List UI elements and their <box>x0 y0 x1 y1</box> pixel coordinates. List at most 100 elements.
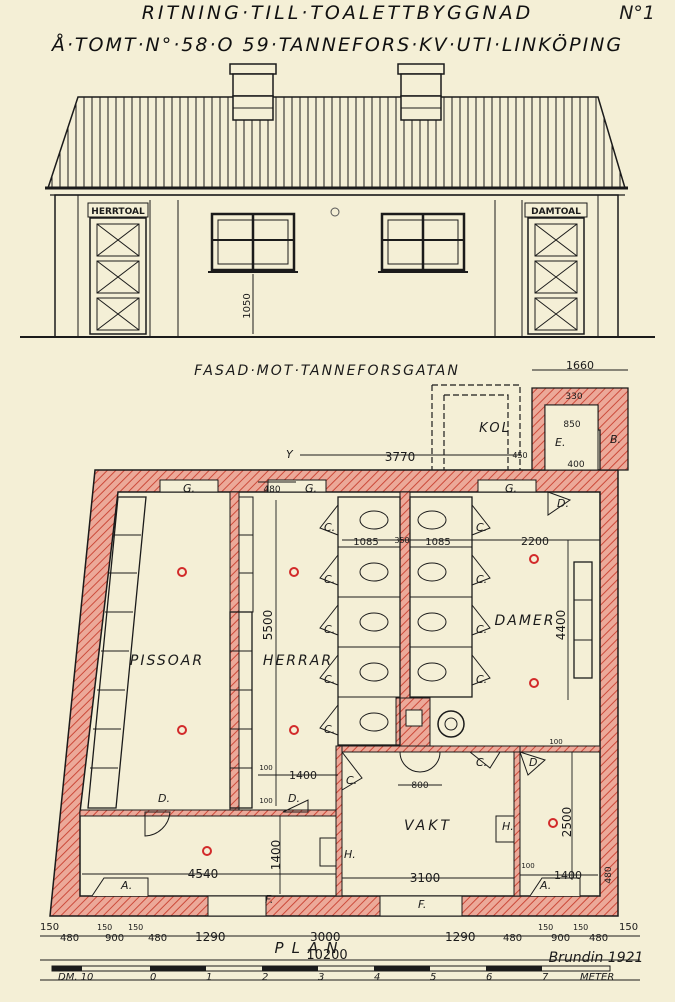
tag-a: A. <box>539 879 551 892</box>
tag-c: C. <box>476 521 487 534</box>
urinal-stalls <box>87 496 254 809</box>
sign-damtoal: DAMTOAL <box>531 207 581 217</box>
dim-text: 400 <box>567 460 584 470</box>
dim-total-width: 10200 <box>306 948 347 963</box>
bottom-dimensions: 150 480 150 900 150 480 1290 3000 1290 4… <box>40 922 638 944</box>
dim-text: 100 <box>549 738 562 746</box>
dim-text: 100 <box>259 797 272 805</box>
lamp-marker <box>289 567 299 577</box>
sheet-number: N°1 <box>619 2 655 24</box>
dim-text: 1400 <box>269 840 283 871</box>
dim-3100: 3100 <box>410 871 441 885</box>
lamp-marker <box>548 818 558 828</box>
damer-bench <box>573 561 593 679</box>
drawing-subtitle: Å·TOMT·N°·58·O 59·TANNEFORS·KV·UTI·LINKÖ… <box>51 34 624 56</box>
tag-d: D. <box>158 792 170 805</box>
dim-text: 1085 <box>353 537 378 548</box>
dim-text: 350 <box>394 536 409 545</box>
window-right <box>378 212 468 273</box>
tag-b: B. <box>610 433 621 446</box>
dim-5500: 5500 <box>261 610 275 641</box>
dim-bottom: 1290 <box>445 930 476 944</box>
tag-d: D. <box>288 792 300 805</box>
dim-window-height: 1050 <box>242 293 253 318</box>
sign-herrtoal: HERRTOAL <box>91 207 145 217</box>
floor-plan: PISSOAR HERRAR DAMER VAKT KOL G. G. G. D… <box>40 359 643 983</box>
tag-c: C. <box>346 774 357 787</box>
tag-g: G. <box>305 482 317 495</box>
scale-tick: 4 <box>374 972 380 983</box>
dim-bottom: 150 <box>619 922 638 933</box>
dim-text: 100 <box>259 764 272 772</box>
scale-tick: 2 <box>262 972 268 983</box>
tag-h: H. <box>502 820 514 833</box>
lamp-marker <box>289 725 299 735</box>
lamp-marker <box>529 678 539 688</box>
tag-e: E. <box>555 436 565 449</box>
chimney-left <box>229 63 277 121</box>
dimension-lines <box>40 369 640 961</box>
dim-kol-width: 1660 <box>566 359 594 372</box>
room-label-damer: DAMER <box>494 613 555 629</box>
dim-text: 1400 <box>554 869 582 882</box>
tag-g: G. <box>183 482 195 495</box>
dim-text: 480 <box>604 866 614 883</box>
tag-c: C. <box>324 521 335 534</box>
dim-bottom: 3000 <box>310 930 341 944</box>
lamp-marker <box>177 567 187 577</box>
facade-caption: FASAD·MOT·TANNEFORSGATAN <box>194 363 460 379</box>
tag-c: C. <box>476 623 487 636</box>
dim-bottom: 150 <box>40 922 59 933</box>
door-right: DAMTOAL <box>524 202 588 335</box>
tag-c: C. <box>324 623 335 636</box>
lamp-marker <box>202 846 212 856</box>
lamp-marker <box>177 725 187 735</box>
dimension-texts: 1660 330 850 400 3770 450 480 5500 1085 … <box>188 359 614 885</box>
tag-g: G. <box>505 482 517 495</box>
drawing-title: RITNING·TILL·TOALETTBYGGNAD <box>141 2 534 24</box>
dim-bottom: 900 <box>551 933 570 944</box>
dim-text: 330 <box>565 392 582 402</box>
dim-2200: 2200 <box>521 535 549 548</box>
room-label-kol: KOL <box>479 421 511 436</box>
dim-bottom: 150 <box>128 923 143 932</box>
room-label-vakt: VAKT <box>404 818 452 834</box>
wc-cubicles <box>319 496 491 746</box>
dim-bottom: 150 <box>538 923 553 932</box>
lamp-marker <box>529 554 539 564</box>
tag-d: D. <box>529 756 541 769</box>
signature: Brundin 1921 <box>549 950 644 966</box>
facade-elevation: HERRTOAL DAMTOAL <box>20 63 655 379</box>
letter-tags: G. G. G. D. D. D. D. A. A. F. F. H. H. E… <box>120 433 621 911</box>
tag-c: C. <box>324 723 335 736</box>
dim-3770: 3770 <box>385 450 416 464</box>
roof <box>46 96 627 189</box>
scale-tick: 7 <box>542 972 549 983</box>
chimney-right <box>397 63 445 121</box>
plan-caption: PLAN <box>275 939 346 957</box>
dim-bottom: 480 <box>60 933 79 944</box>
dim-text: 450 <box>512 451 527 460</box>
scale-tick: 6 <box>486 972 492 983</box>
dim-text: 800 <box>411 781 428 791</box>
tag-c: C. <box>476 756 487 769</box>
scale-tick: 1 <box>206 972 212 983</box>
tag-a: A. <box>120 879 132 892</box>
scale-tick: 3 <box>318 972 324 983</box>
tag-y: Y <box>286 448 294 461</box>
scale-label-right: METER <box>580 972 614 983</box>
dim-4540: 4540 <box>188 867 219 881</box>
dim-text: 1085 <box>425 537 450 548</box>
room-label-pissoar: PISSOAR <box>130 653 204 669</box>
tag-f: F. <box>418 898 426 911</box>
tag-c: C. <box>324 673 335 686</box>
door-left: HERRTOAL <box>87 202 149 335</box>
scale-label-left: DM. 10 <box>58 972 93 983</box>
dim-bottom: 1290 <box>195 930 226 944</box>
washbasin <box>437 710 465 738</box>
tag-d: D. <box>557 497 569 510</box>
window-left <box>208 212 298 273</box>
tag-c: C. <box>324 573 335 586</box>
dim-text: 100 <box>521 862 534 870</box>
